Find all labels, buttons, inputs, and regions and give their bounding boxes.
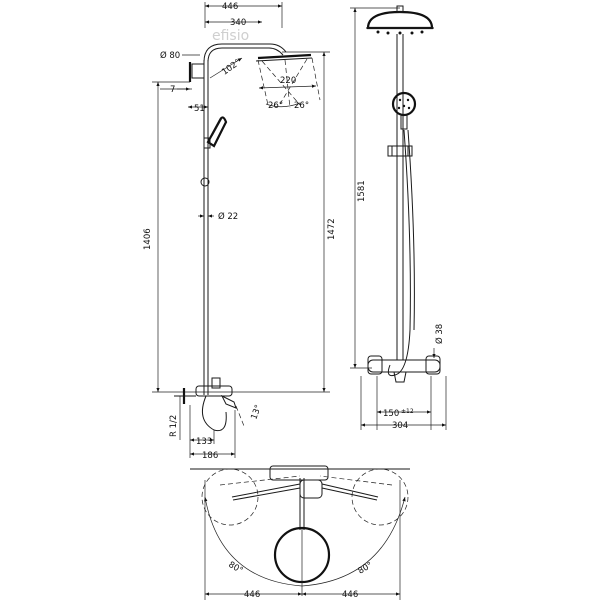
dim-220: 220	[280, 76, 296, 86]
shower-hose-front	[387, 129, 411, 376]
dim-head-diameter: Ø 80	[160, 50, 180, 61]
dim-1581: 1581	[357, 180, 367, 202]
dim-spout-angle: 13°	[249, 403, 264, 421]
hand-shower-side	[206, 116, 228, 148]
dim-offset-7: 7	[170, 85, 175, 95]
swing-arc	[204, 496, 406, 587]
dim-1406: 1406	[143, 228, 153, 250]
dim-186: 186	[202, 451, 218, 461]
dim-tolerance: ±12	[401, 408, 414, 415]
swivel-circle-right	[351, 468, 409, 526]
bath-spout-front	[393, 371, 407, 383]
dim-pipe-diameter: Ø 22	[218, 211, 238, 222]
slider-front	[387, 145, 413, 157]
dim-offset-51: 51	[194, 104, 205, 114]
bath-mixer-body	[195, 385, 233, 397]
dim-340: 340	[230, 18, 246, 28]
front-view: 1581 Ø 38	[350, 5, 447, 431]
watermark-text: efisio	[212, 28, 249, 44]
dim-1472: 1472	[327, 218, 337, 240]
dim-304: 304	[392, 421, 408, 431]
mixer-top	[269, 465, 329, 481]
dim-angle-80-right: 80°	[357, 560, 375, 576]
dim-angle-26-left: 26°	[268, 101, 283, 111]
shower-hose-side	[201, 395, 227, 432]
top-view: 80° 80° 446 446	[190, 465, 410, 600]
side-view: 446 340 Ø 80 102° 220 26° 26°	[143, 2, 337, 461]
dim-150: 150	[383, 409, 399, 419]
hand-shower-front	[391, 91, 417, 117]
thermostat-knob-left	[367, 355, 383, 375]
shower-arm	[203, 43, 287, 63]
dim-angle-80-left: 80°	[227, 560, 245, 576]
dim-angle-26-right: 26°	[294, 101, 309, 111]
dim-446-left: 446	[244, 590, 260, 600]
dim-446-top: 446	[222, 2, 238, 12]
top-wall-bracket	[191, 63, 205, 79]
dim-446-right: 446	[342, 590, 358, 600]
slider-knob	[200, 177, 210, 187]
thermostat-knob-right	[425, 355, 441, 375]
dim-angle-102: 102°	[220, 58, 243, 78]
overhead-shower-head	[257, 53, 312, 60]
dim-133: 133	[196, 437, 212, 447]
dim-hose-diameter: Ø 38	[434, 324, 445, 344]
dim-line-220	[258, 84, 317, 90]
overhead-shower-front	[366, 10, 434, 30]
dim-thread: R 1/2	[169, 415, 179, 437]
bath-spout	[220, 394, 237, 409]
